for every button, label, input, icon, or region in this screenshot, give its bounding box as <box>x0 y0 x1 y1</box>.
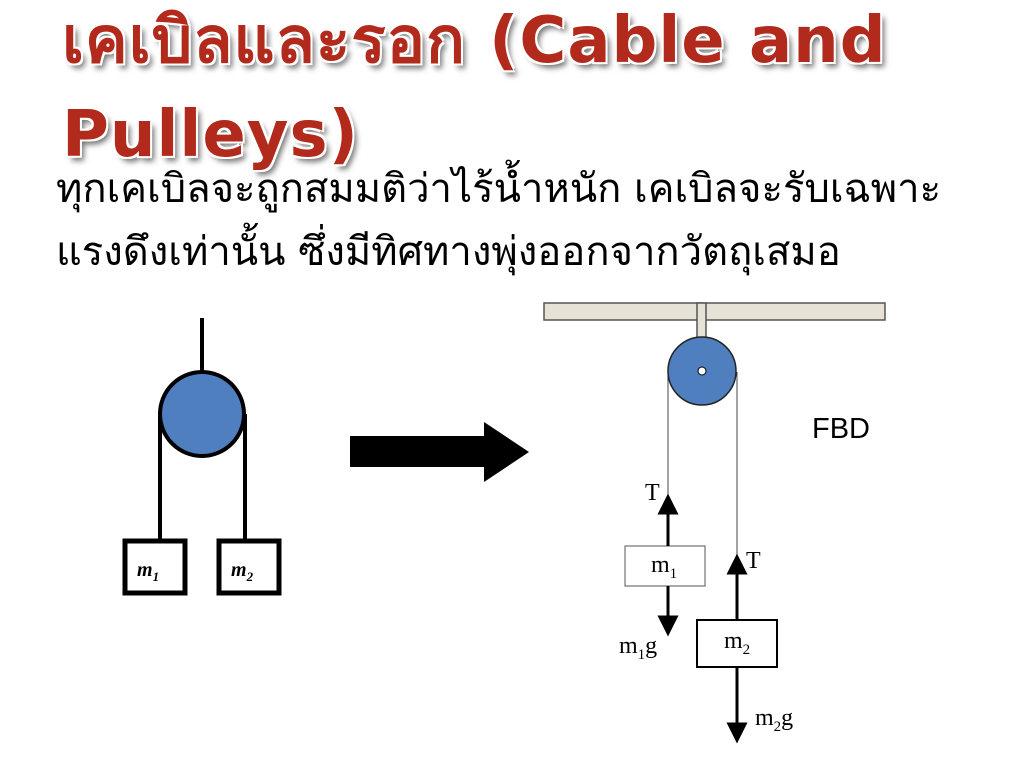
fbd-mass2-label: m2 <box>724 628 750 658</box>
slide-title: เคเบิลและรอก (Cable and Pulleys) <box>62 4 887 172</box>
weight-label-1: m1g <box>619 633 657 663</box>
tension-label-2: T <box>746 548 761 574</box>
mass-block-2 <box>216 538 282 596</box>
fbd-mass-block-2 <box>696 619 778 668</box>
ceiling-beam <box>543 302 886 321</box>
mass-block-1 <box>122 538 188 596</box>
transition-arrow <box>350 422 529 482</box>
pulley-axle <box>697 366 707 376</box>
fbd-label: FBD <box>812 413 870 445</box>
slide-body-text: ทุกเคเบิลจะถูกสมมติว่าไร้น้ำหนัก เคเบิลจ… <box>56 166 942 275</box>
fbd-mass1-label: m1 <box>651 552 677 582</box>
mass1-label: m1 <box>137 559 159 584</box>
weight-label-2: m2g <box>755 705 793 735</box>
pulley-wheel <box>158 370 246 458</box>
fbd-system: T T m1 m2 m1g m2g FBD <box>543 302 886 744</box>
left-pulley-system: m1 m2 <box>122 318 282 596</box>
mass2-label: m2 <box>231 559 254 584</box>
tension-label-1: T <box>645 480 660 506</box>
fbd-mass-block-1 <box>624 545 706 587</box>
